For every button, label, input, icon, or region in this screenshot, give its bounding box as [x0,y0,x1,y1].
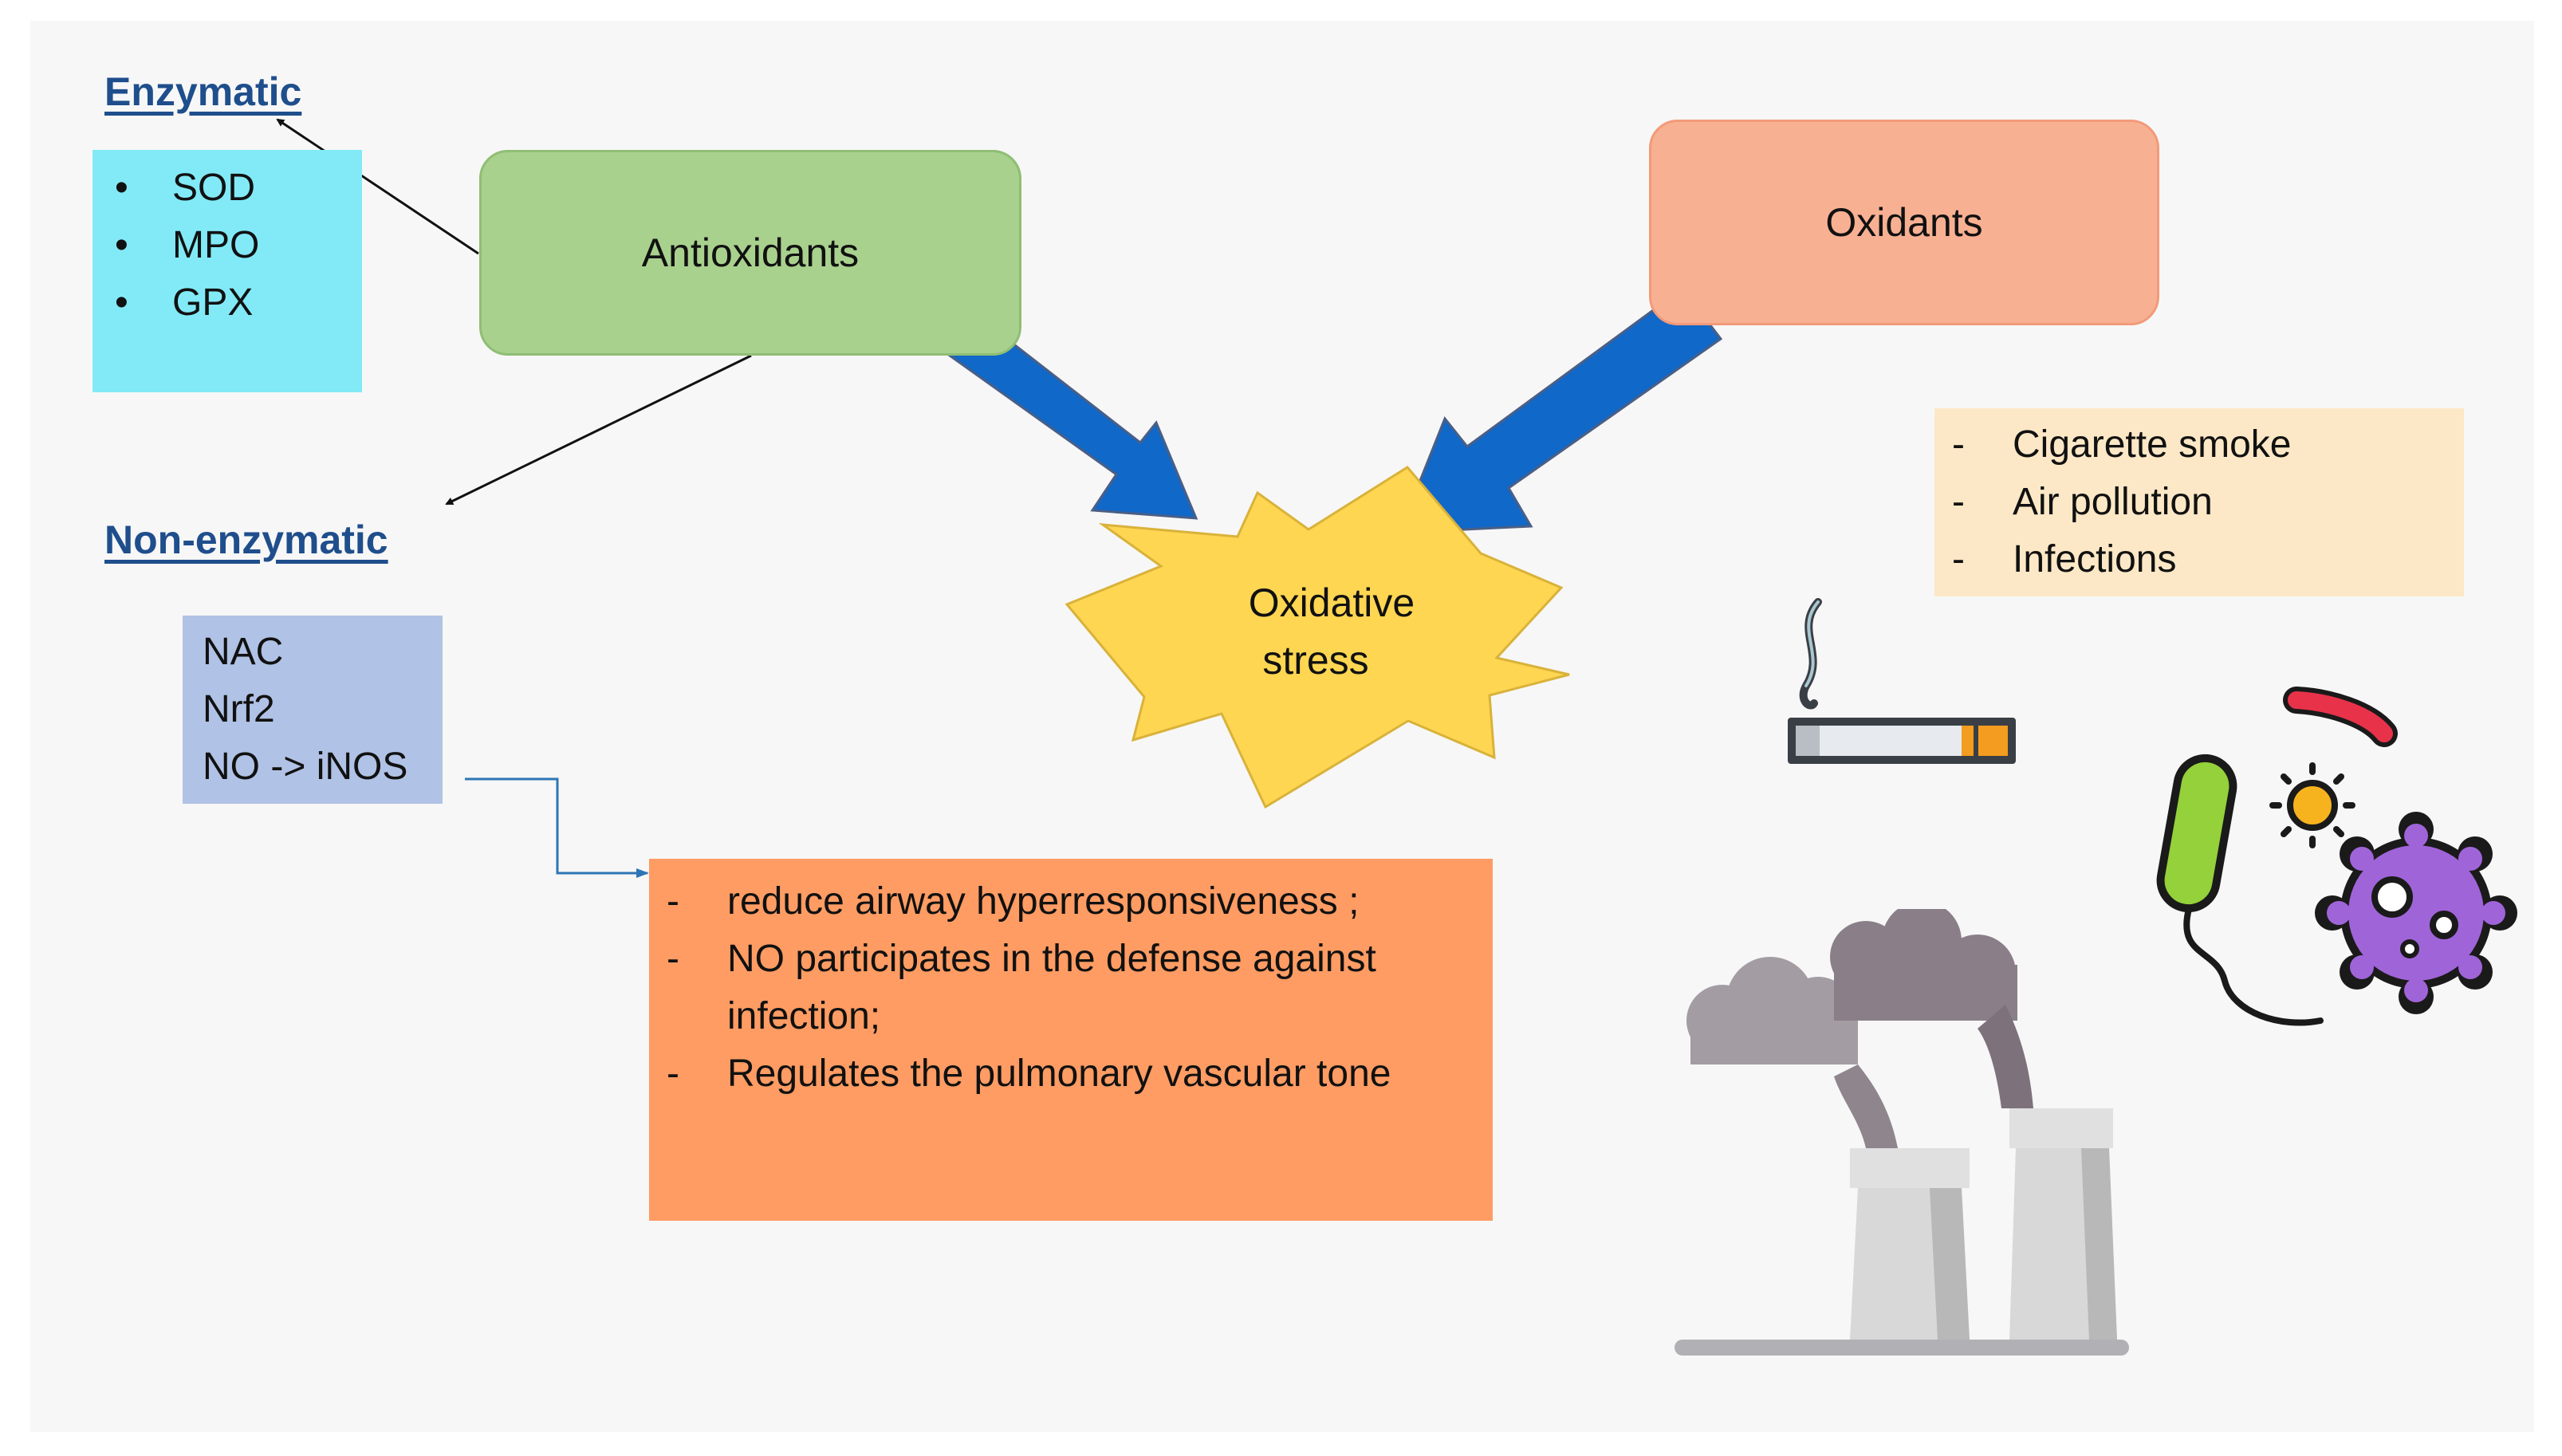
antioxidants-box: Antioxidants [479,150,1021,356]
bacteria-virus-icon [2156,687,2517,1026]
non-enzymatic-item: NO -> iNOS [203,746,408,788]
effect-item: NO participates in the defense against i… [649,931,1461,1045]
cigarette-icon [1788,598,2016,764]
effect-item: reduce airway hyperresponsiveness ; [649,873,1461,931]
oxidants-box: Oxidants [1649,120,2159,325]
factory-smoke-icon [1675,909,2129,1356]
antioxidants-label: Antioxidants [641,230,860,275]
source-item: Cigarette smoke [1934,416,2464,474]
enzymatic-heading: Enzymatic [104,69,302,114]
effect-item: Regulates the pulmonary vascular tone [649,1045,1461,1103]
enzyme-item: MPO [92,217,362,274]
source-item: Infections [1934,531,2464,588]
oxidative-stress-line2: stress [1262,638,1369,683]
oxidative-stress-star [1065,466,1570,809]
non-enzymatic-item: Nrf2 [203,688,275,730]
antioxidants-to-enzymatic-arrow [276,118,479,255]
antioxidants-to-stress-arrow [939,304,1198,520]
enzymatic-box: SOD MPO GPX [92,150,362,392]
oxidants-to-stress-arrow [1397,286,1723,534]
source-item: Air pollution [1934,474,2464,531]
oxidative-stress-label: Oxidative stress [1212,574,1451,689]
sun-germ-icon [2269,762,2355,848]
enzyme-item: GPX [92,274,362,332]
non-enzymatic-item: NAC [203,631,284,673]
oxidants-label: Oxidants [1825,200,1983,245]
enzymatic-list: SOD MPO GPX [92,159,362,332]
sources-list: Cigarette smoke Air pollution Infections [1934,416,2464,588]
nonenzymatic-to-effects-arrow [465,777,649,878]
virus-icon [2315,812,2517,1014]
antioxidants-to-nonenzymatic-arrow [445,354,752,506]
effects-box: reduce airway hyperresponsiveness ; NO p… [649,859,1493,1221]
enzyme-item: SOD [92,159,362,217]
oxidant-sources-box: Cigarette smoke Air pollution Infections [1934,408,2464,596]
non-enzymatic-box: NAC Nrf2 NO -> iNOS [183,616,443,804]
effects-list: reduce airway hyperresponsiveness ; NO p… [649,873,1461,1103]
oxidative-stress-line1: Oxidative [1248,580,1415,625]
non-enzymatic-heading: Non-enzymatic [104,517,388,562]
